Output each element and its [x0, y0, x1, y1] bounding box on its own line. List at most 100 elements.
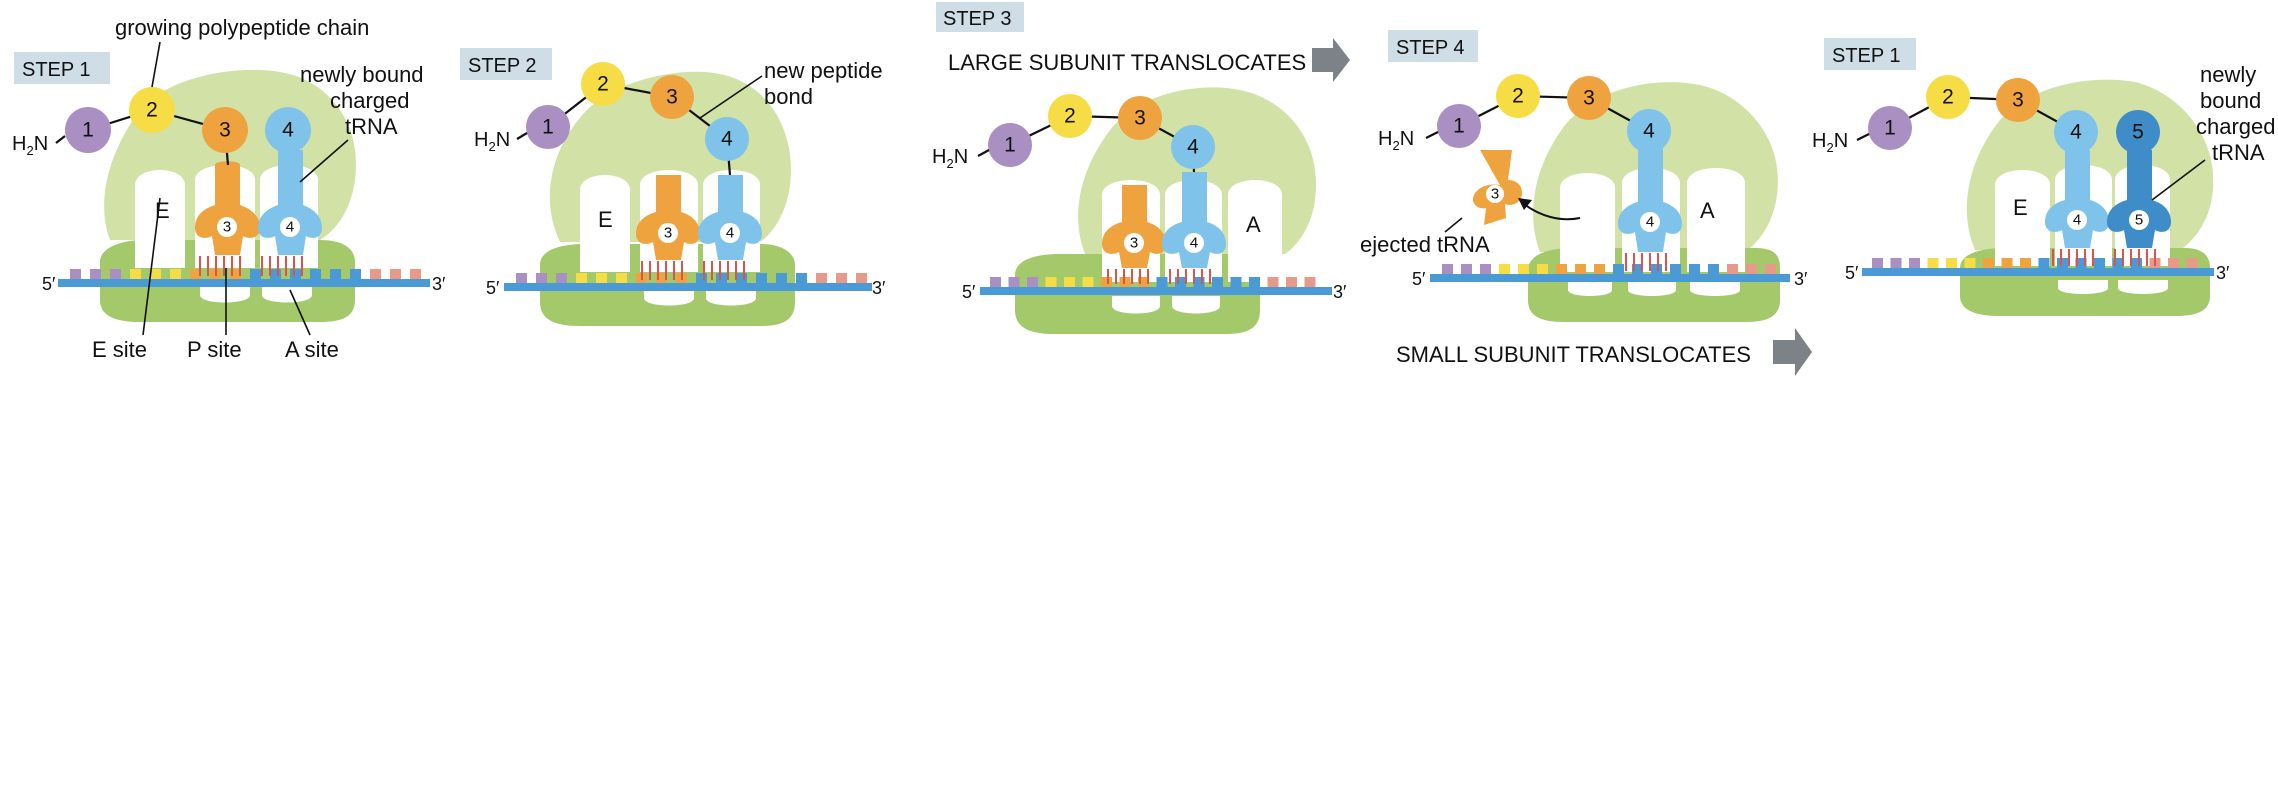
- three-prime-label: 3′: [2216, 263, 2230, 283]
- codon-base: [130, 269, 141, 279]
- aa-label-1: 1: [1453, 115, 1465, 138]
- e-site-pocket: [1560, 173, 1615, 272]
- aa-label-1: 1: [542, 116, 554, 139]
- trna-anticodon-4: 4: [1646, 214, 1654, 231]
- codon-base: [1727, 264, 1738, 274]
- trna-anticodon-3: 3: [664, 225, 672, 242]
- aa-label-4: 4: [282, 119, 294, 142]
- codon-base: [556, 273, 567, 283]
- three-prime-label: 3′: [1794, 269, 1808, 289]
- base-pairs: [641, 261, 745, 280]
- step-label-box: [14, 52, 110, 84]
- aa-label-1: 1: [1004, 134, 1016, 157]
- trna-anticodon-3: 3: [223, 219, 231, 236]
- codon-base: [1946, 258, 1957, 268]
- codon-base: [536, 273, 547, 283]
- translocation-arrow: [1773, 328, 1812, 376]
- small-pocket-a: [1172, 296, 1220, 314]
- five-prime-label: 5′: [42, 274, 56, 294]
- codon-base: [2186, 258, 2198, 268]
- codon-base: [1212, 277, 1223, 287]
- step-label: STEP 4: [1396, 37, 1465, 59]
- panel-step3: STEP 3 LARGE SUBUNIT TRANSLOCATES A 5′ 3…: [932, 2, 1350, 334]
- label-p-site: P site: [187, 337, 242, 362]
- small-pocket-a: [262, 285, 312, 303]
- e-site-pocket: [580, 175, 630, 272]
- trna-a-site: 4: [698, 175, 762, 260]
- codon-base: [1613, 264, 1624, 274]
- trna-p-site: 3: [1102, 185, 1166, 268]
- aa-label-3: 3: [1134, 107, 1146, 130]
- step-label: STEP 1: [22, 59, 91, 81]
- codon-base: [1193, 277, 1205, 287]
- codon-base: [1499, 264, 1510, 274]
- codon-base: [1670, 264, 1681, 274]
- amino-acid-5: [2116, 110, 2160, 154]
- label-new-peptide: new peptide: [764, 58, 883, 83]
- mrna-strand: [1430, 264, 1790, 282]
- amino-acid-2: [581, 62, 625, 106]
- a-site-letter: A: [1700, 198, 1715, 223]
- aa-label-3: 3: [2012, 89, 2024, 112]
- codon-base: [1632, 264, 1643, 274]
- small-pocket-e: [1568, 282, 1612, 296]
- codon-base: [816, 273, 827, 283]
- five-prime-label: 5′: [1845, 263, 1859, 283]
- step-label-box: [1824, 38, 1916, 70]
- codon-base: [1267, 277, 1279, 287]
- three-prime-label: 3′: [432, 274, 446, 294]
- small-pocket-a: [2118, 280, 2168, 294]
- trna-a-site: 4: [1162, 172, 1226, 268]
- trna-anticodon-4: 4: [286, 219, 294, 236]
- codon-base: [990, 277, 1001, 287]
- panel-step1: STEP 1 E 5′ 3′ 3 4: [12, 15, 446, 362]
- amino-acid-2: [1496, 74, 1540, 118]
- codon-base: [1286, 277, 1297, 287]
- step-label-box: [460, 48, 552, 80]
- codon-base: [1045, 277, 1057, 287]
- amino-acid-2: [1926, 75, 1970, 119]
- ejection-arrow-head: [1518, 198, 1532, 210]
- codon-base: [1027, 277, 1038, 287]
- codon-base: [2168, 258, 2179, 268]
- small-pocket-p: [1112, 296, 1160, 314]
- codon-base: [516, 273, 527, 283]
- codon-base: [1746, 264, 1757, 274]
- amino-acid-1: [65, 107, 111, 153]
- codon-base: [1249, 277, 1260, 287]
- small-pocket-p: [1628, 282, 1676, 296]
- codon-base: [1708, 264, 1719, 274]
- aa-label-2: 2: [1512, 85, 1524, 108]
- label-growing-chain: growing polypeptide chain: [115, 15, 369, 40]
- trna-anticodon-5: 5: [2135, 212, 2143, 229]
- trna-p-site: 3: [636, 175, 700, 260]
- codon-base: [1872, 258, 1883, 268]
- codon-base: [1689, 264, 1700, 274]
- ejected-trna-anticodon: 3: [1491, 186, 1499, 203]
- amino-acid-3: [1567, 76, 1611, 120]
- caption-small-subunit: SMALL SUBUNIT TRANSLOCATES: [1396, 342, 1751, 367]
- codon-base: [576, 273, 587, 283]
- codon-base: [696, 273, 707, 283]
- label-e-site: E site: [92, 337, 147, 362]
- amino-acid-3: [650, 75, 694, 119]
- amino-acid-2: [129, 87, 175, 133]
- amino-acid-1: [1437, 104, 1481, 148]
- codon-base: [1101, 277, 1112, 287]
- codon-base: [2075, 258, 2087, 268]
- codon-base: [1442, 264, 1453, 274]
- codon-base: [1480, 264, 1491, 274]
- trna-a-site: 4: [258, 150, 322, 255]
- label-trna: tRNA: [2212, 140, 2265, 165]
- codon-base: [836, 273, 847, 283]
- amino-acid-1: [526, 105, 570, 149]
- codon-base: [1230, 277, 1242, 287]
- codon-base: [2057, 258, 2068, 268]
- codon-base: [1537, 264, 1548, 274]
- panel-step1-repeat: STEP 1 E 5′ 3′ 4 5: [1812, 38, 2276, 316]
- amino-acid-4: [2054, 110, 2098, 154]
- codon-base: [1909, 258, 1920, 268]
- codon-base: [1556, 264, 1567, 274]
- codon-base: [2112, 258, 2124, 268]
